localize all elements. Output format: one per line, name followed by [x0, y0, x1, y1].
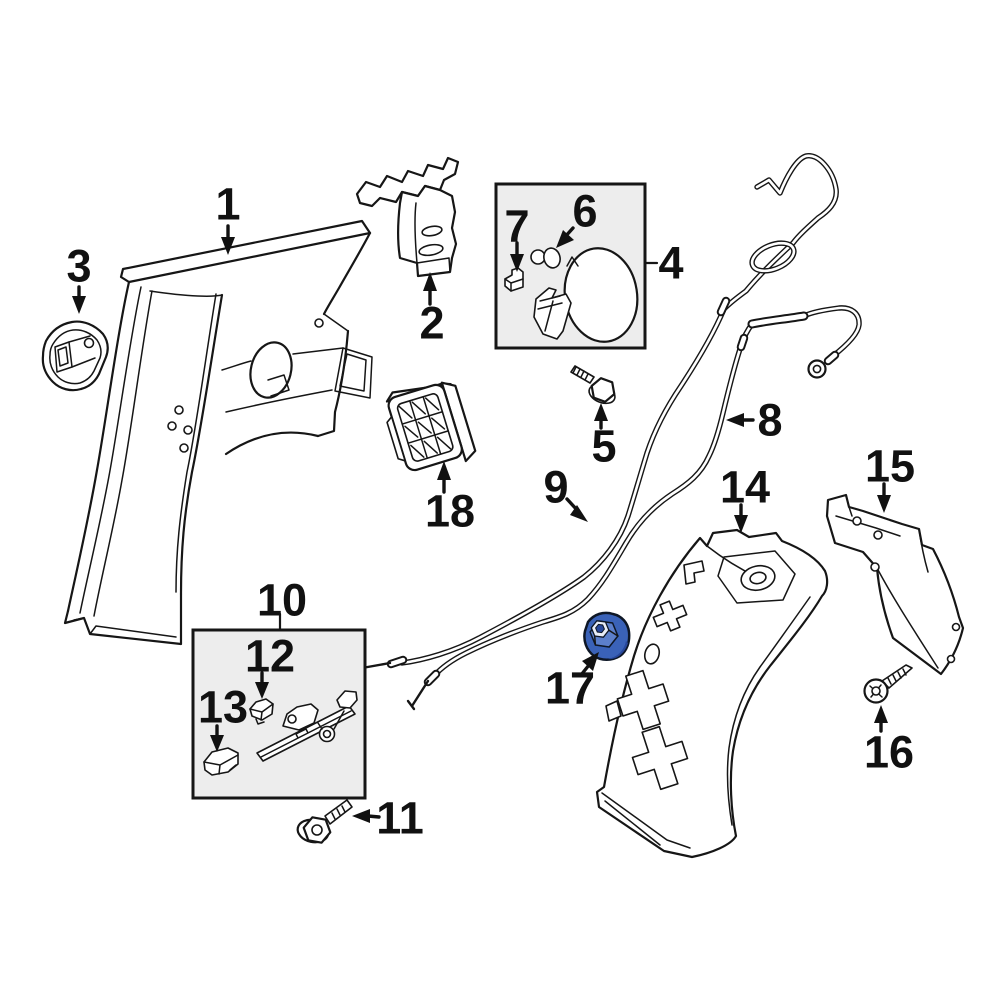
callout-15: 15	[865, 441, 915, 513]
callout-2-label: 2	[419, 298, 444, 349]
part-17-grommet-highlighted: 17	[545, 611, 631, 714]
callout-7: 7	[504, 201, 530, 272]
callout-17: 17	[545, 652, 599, 714]
cable-guide-loop	[749, 240, 797, 274]
fuel-door-retainer	[533, 287, 572, 340]
callout-18-label: 18	[425, 486, 475, 537]
callout-6: 6	[556, 186, 598, 248]
callout-17-label: 17	[545, 663, 595, 714]
callout-5: 5	[591, 403, 617, 472]
part-3-bracket: 3	[41, 241, 109, 392]
callout-12-label: 12	[245, 631, 295, 682]
callout-15-label: 15	[865, 441, 915, 492]
part-11-bolt: 11	[296, 793, 424, 844]
callout-13-label: 13	[198, 682, 248, 733]
callout-5-label: 5	[591, 421, 616, 472]
callout-1-label: 1	[215, 179, 240, 230]
callout-4-label: 4	[658, 238, 683, 289]
part-18-vent-grille: 18	[385, 381, 477, 537]
liner-cutout-cross-2	[631, 725, 689, 791]
callout-10-label: 10	[257, 575, 307, 626]
callout-3: 3	[66, 241, 92, 314]
part-5-bolt: 5	[570, 365, 617, 472]
callout-9-label: 9	[543, 462, 568, 513]
part-12-clip	[249, 698, 274, 725]
part-2-rail-bracket: 2	[355, 156, 460, 349]
callout-13: 13	[198, 682, 248, 752]
callout-8-label: 8	[757, 395, 782, 446]
callout-11: 11	[352, 793, 424, 844]
callout-14: 14	[720, 462, 770, 533]
part-14-wheelhouse-liner: 14	[595, 462, 829, 859]
part-1-quarter-panel: 1	[63, 179, 373, 646]
callout-1: 1	[215, 179, 241, 255]
part-8-release-cable: 8	[406, 305, 862, 711]
part-7-clip	[504, 267, 524, 292]
callout-16-label: 16	[864, 727, 914, 778]
part-15-quarter-extension: 15	[825, 441, 965, 676]
callout-2: 2	[419, 272, 445, 349]
part-10-lock-group: 10 12 13	[191, 575, 367, 800]
callout-16: 16	[864, 705, 914, 778]
callout-11-label: 11	[376, 793, 424, 844]
callout-18: 18	[425, 461, 475, 537]
part-6-clip	[530, 247, 561, 269]
callout-8: 8	[726, 395, 783, 446]
callout-3-label: 3	[66, 241, 91, 292]
callout-12: 12	[245, 631, 295, 699]
fuel-door-lock-actuator	[256, 690, 358, 762]
callout-7-label: 7	[504, 201, 529, 252]
part-4-fuel-door-group: 4 7 6	[494, 182, 684, 350]
callout-14-label: 14	[720, 462, 770, 513]
liner-cutout-small-cross	[652, 600, 688, 632]
part-16-screw: 16	[863, 664, 914, 778]
fuel-filler-opening	[249, 341, 293, 399]
callout-9: 9	[543, 462, 588, 522]
callout-6-label: 6	[572, 186, 597, 237]
liner-cutout-cross-1	[616, 669, 670, 731]
part-9-release-cable: 9	[357, 153, 839, 674]
